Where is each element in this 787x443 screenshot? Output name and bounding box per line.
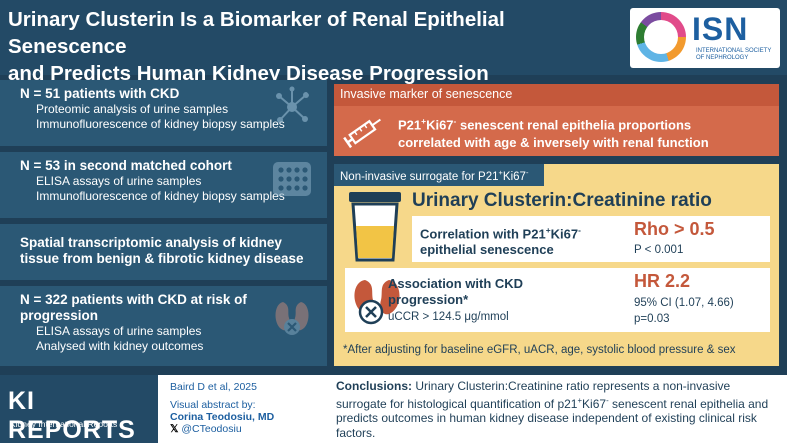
panel-title: N = 53 in second matched cohort [20, 158, 232, 173]
association-ci: 95% CI (1.07, 4.66) [634, 297, 734, 309]
non-invasive-box [334, 164, 779, 366]
journal-name: KI REPORTS [8, 387, 136, 443]
syringe-icon [343, 118, 381, 149]
correlation-p: P < 0.001 [634, 244, 684, 256]
panel-cohort-3: N = 322 patients with CKD at risk of pro… [0, 286, 327, 366]
association-threshold: uCCR > 124.5 μg/mmol [388, 311, 509, 323]
association-label: Association with CKD progression* [388, 276, 524, 307]
plate-icon [273, 162, 311, 196]
isn-ring-icon [636, 12, 686, 62]
x-icon: 𝕏 [170, 423, 182, 435]
correlation-stat: Rho > 0.5 [634, 219, 715, 239]
footnote: *After adjusting for baseline eGFR, uACR… [343, 344, 736, 356]
conclusion: Conclusions: Urinary Clusterin:Creatinin… [336, 379, 769, 440]
panel-cohort-2: N = 53 in second matched cohort ELISA as… [0, 152, 327, 218]
header: Urinary Clusterin Is a Biomarker of Rena… [0, 0, 787, 85]
invasive-text: P21+Ki67- senescent renal epithelia prop… [398, 116, 709, 151]
author: Corina Teodosiu, MD [170, 411, 275, 423]
biomarker-title: Urinary Clusterin:Creatinine ratio [412, 190, 712, 211]
isn-logo: ISN INTERNATIONAL SOCIETY OF NEPHROLOGY [630, 8, 780, 68]
citation: Baird D et al, 2025 [170, 381, 257, 393]
panel-title: N = 51 patients with CKD [20, 86, 180, 101]
non-invasive-label: Non-invasive surrogate for P21+Ki67- [334, 164, 544, 186]
journal-subtitle: Kidney International Reports [10, 419, 118, 429]
kidney-icon [275, 302, 309, 335]
invasive-label: Invasive marker of senescence [334, 84, 779, 106]
logo-name: ISN [692, 11, 749, 47]
association-p: p=0.03 [634, 313, 670, 325]
ki-reports-logo: KI REPORTS Kidney International Reports [0, 375, 158, 443]
association-box: Association with CKD progression* uCCR >… [345, 268, 770, 332]
panel-spatial: Spatial transcriptomic analysis of kidne… [0, 224, 327, 280]
correlation-label: Correlation with P21+Ki67- epithelial se… [420, 225, 581, 258]
page-title: Urinary Clusterin Is a Biomarker of Rena… [8, 8, 505, 85]
footer: KI REPORTS Kidney International Reports … [0, 375, 787, 443]
association-stat: HR 2.2 [634, 271, 691, 291]
logo-subtitle: INTERNATIONAL SOCIETY OF NEPHROLOGY [696, 48, 772, 61]
abstract-by: Visual abstract by: [170, 399, 256, 411]
kidney-outcome-icon [354, 280, 400, 325]
credits: Baird D et al, 2025 Visual abstract by: … [170, 381, 274, 435]
urine-cup-icon [349, 192, 401, 262]
invasive-box: P21+Ki67- senescent renal epithelia prop… [334, 106, 779, 156]
network-icon [276, 86, 309, 123]
twitter-handle[interactable]: 𝕏 @CTeodosiu [170, 423, 242, 435]
correlation-box: Correlation with P21+Ki67- epithelial se… [412, 216, 770, 262]
panel-cohort-1: N = 51 patients with CKD Proteomic analy… [0, 80, 327, 146]
